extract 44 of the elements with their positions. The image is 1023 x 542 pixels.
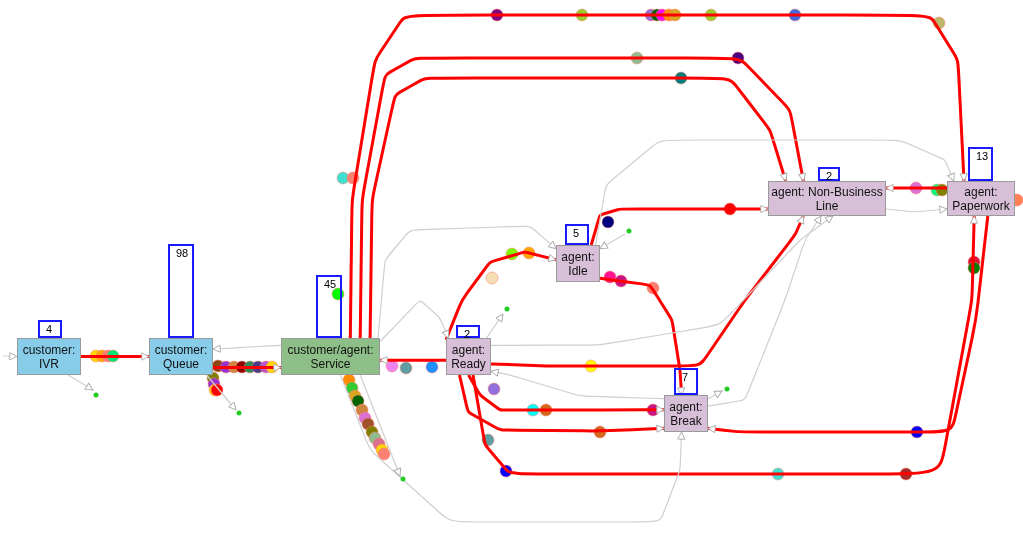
count-bar: 7: [674, 368, 698, 395]
exit-arrow: [485, 313, 504, 339]
state-label: customer: Queue: [153, 342, 209, 371]
count-bar: 4: [38, 320, 62, 338]
transition-arrow: [490, 215, 805, 368]
transition-arrow: [379, 300, 450, 343]
transition-arrow: [81, 352, 150, 361]
state-label: agent: Ready: [450, 342, 487, 371]
exit-arrow: [359, 374, 402, 477]
transition-arrow: [458, 374, 665, 433]
count-bar: 2: [818, 167, 840, 181]
transition-arrow: [885, 183, 947, 193]
transition-arrow: [471, 215, 979, 476]
transition-arrow: [467, 374, 665, 414]
transition-arrow: [599, 276, 686, 396]
transition-arrow: [885, 205, 948, 214]
transition-arrow: [212, 344, 282, 353]
exit-arrow: [206, 374, 237, 411]
state-label: agent: Non-Business Line: [770, 184, 884, 213]
transition-arrow: [339, 374, 686, 523]
state-label: agent: Break: [668, 399, 704, 428]
count-bar: 98: [168, 244, 194, 338]
transition-arrow: [379, 356, 446, 365]
exit-arrow: [2, 352, 18, 361]
transition-arrow: [595, 139, 955, 246]
transition-arrow: [707, 215, 990, 434]
transition-arrow: [490, 368, 665, 400]
transition-arrow: [490, 215, 834, 346]
transition-arrow: [707, 215, 822, 407]
state-label: agent: Idle: [560, 249, 596, 278]
exit-arrow: [599, 233, 626, 250]
state-label: agent: Paperwork: [951, 184, 1011, 213]
count-bar: 45: [316, 275, 342, 338]
state-label: customer/agent: Service: [286, 342, 375, 371]
transition-arrow: [348, 13, 968, 338]
count-bar: 5: [565, 224, 589, 245]
transition-arrow: [213, 363, 282, 372]
transition-arrow: [377, 225, 557, 339]
count-bar: 13: [968, 147, 993, 181]
exit-arrow: [67, 374, 94, 391]
state-label: customer: IVR: [21, 342, 77, 371]
transition-arrow: [589, 204, 769, 246]
exit-arrow: [707, 390, 723, 400]
transition-arrow: [444, 250, 557, 341]
